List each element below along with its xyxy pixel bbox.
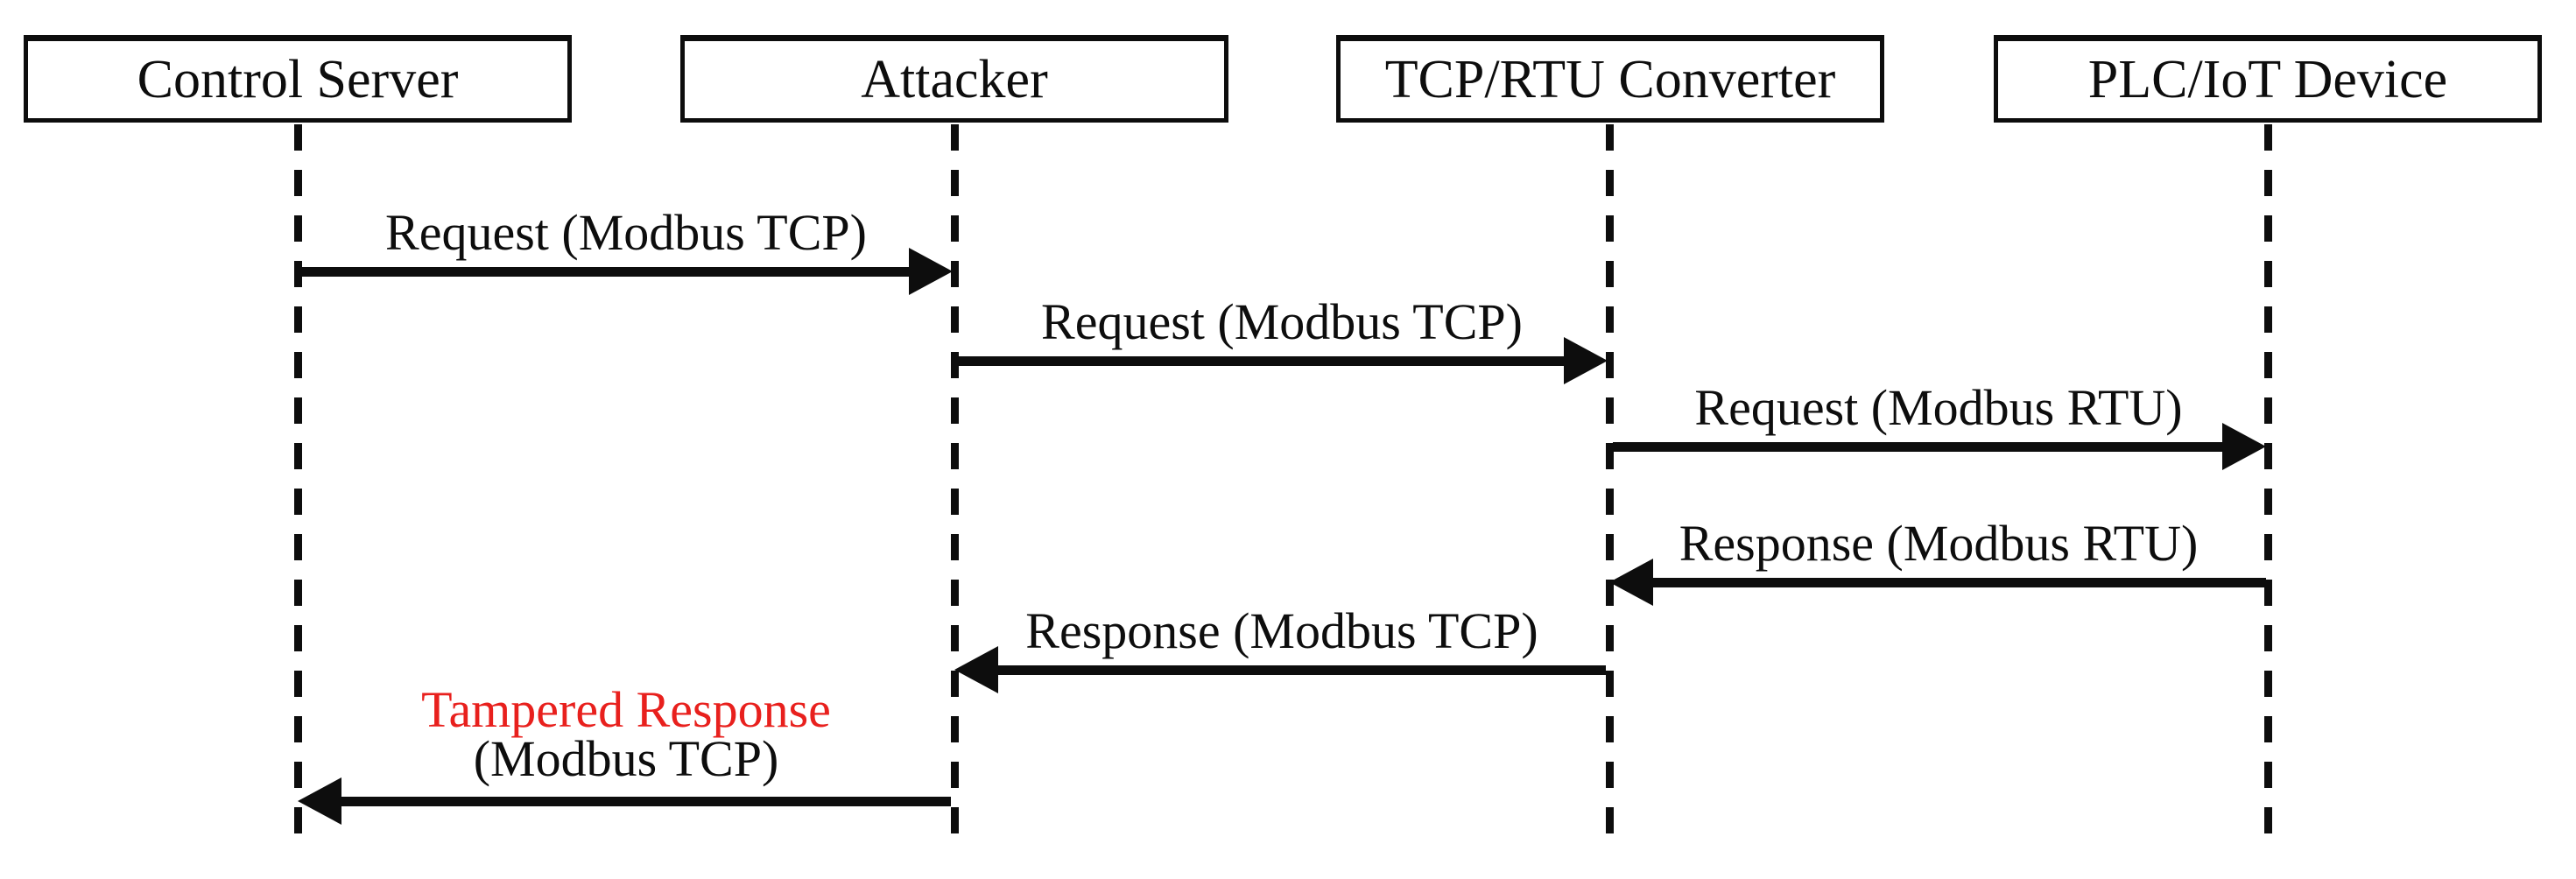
message-6-label-protocol: (Modbus TCP) — [473, 730, 779, 787]
message-6-label-tampered: Tampered Response — [421, 681, 831, 738]
lifeline-control-server — [294, 124, 302, 846]
actor-box-control-server: Control Server — [24, 35, 572, 123]
lifeline-plc-iot-device — [2264, 124, 2272, 846]
message-1-label: Request (Modbus TCP) — [385, 204, 867, 261]
message-4-label: Response (Modbus RTU) — [1679, 515, 2199, 572]
message-2-arrowhead-right-icon — [1564, 337, 1608, 384]
message-5-arrow-shaft — [998, 665, 1606, 675]
message-3-arrow-shaft — [1613, 442, 2222, 452]
actor-box-plc-iot-device: PLC/IoT Device — [1994, 35, 2542, 123]
message-2-arrow-shaft — [958, 356, 1564, 366]
message-5-arrowhead-left-icon — [954, 646, 998, 693]
message-3-label: Request (Modbus RTU) — [1694, 379, 2183, 436]
message-3-arrowhead-right-icon — [2222, 423, 2266, 470]
actor-label-plc-iot-device: PLC/IoT Device — [2087, 50, 2448, 109]
actor-box-tcp-rtu-converter: TCP/RTU Converter — [1336, 35, 1884, 123]
actor-label-tcp-rtu-converter: TCP/RTU Converter — [1384, 50, 1836, 109]
lifeline-attacker — [951, 124, 959, 846]
message-5-label: Response (Modbus TCP) — [1025, 602, 1538, 659]
message-6-label: Tampered Response (Modbus TCP) — [298, 681, 954, 787]
message-4-arrowhead-left-icon — [1609, 559, 1653, 606]
actor-label-control-server: Control Server — [137, 50, 459, 109]
message-6-arrowhead-left-icon — [298, 777, 341, 825]
message-2-label: Request (Modbus TCP) — [1041, 293, 1523, 350]
lifeline-tcp-rtu-converter — [1606, 124, 1614, 846]
message-4-arrow-shaft — [1653, 578, 2266, 587]
message-1-arrowhead-right-icon — [909, 248, 953, 295]
actor-label-attacker: Attacker — [861, 50, 1048, 109]
message-6-arrow-shaft — [341, 797, 951, 806]
actor-box-attacker: Attacker — [680, 35, 1228, 123]
message-1-arrow-shaft — [301, 267, 911, 277]
